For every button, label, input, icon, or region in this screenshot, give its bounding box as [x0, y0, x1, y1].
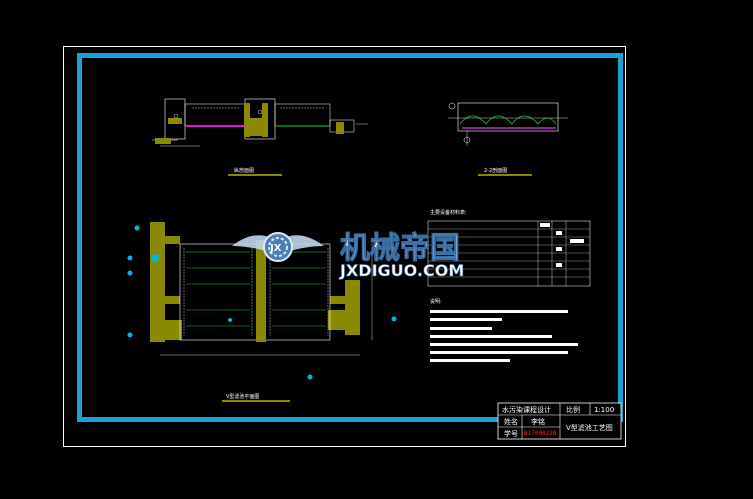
watermark-logo-letters: JX: [269, 243, 282, 254]
section-view-b: [448, 102, 568, 146]
plan-view: [127, 222, 397, 380]
notes-title: 说明:: [430, 298, 442, 305]
title-block: [497, 402, 622, 440]
title-block-name-value: 李铭: [531, 417, 545, 426]
title-block-name-label: 姓名: [504, 417, 518, 426]
section-view-a: [152, 98, 368, 147]
title-block-id-label: 学号: [504, 429, 518, 438]
drawing-frame: [77, 53, 623, 422]
title-block-drawing-title: V型滤池工艺图: [566, 423, 613, 432]
title-block-scale-label: 比例: [566, 405, 580, 414]
title-block-scale-value: 1:100: [594, 406, 614, 414]
drawing-sheet-border: [63, 46, 626, 447]
plan-label: V型滤池平面图: [226, 393, 259, 400]
notes-text-lines: [430, 310, 578, 362]
watermark-text-cn: 机械帝国: [340, 231, 460, 266]
title-block-id-value: B17000220: [524, 430, 557, 437]
equipment-table-title: 主要设备材料表:: [430, 209, 467, 216]
title-block-course: 水污染课程设计: [502, 405, 551, 414]
watermark-text-en: JXDIGUO.COM: [339, 261, 464, 280]
equipment-table: [427, 220, 591, 287]
watermark-logo: JX: [232, 232, 324, 262]
section-b-label: 2-2剖面图: [484, 167, 507, 174]
section-a-label: 纵剖面图: [234, 167, 254, 174]
